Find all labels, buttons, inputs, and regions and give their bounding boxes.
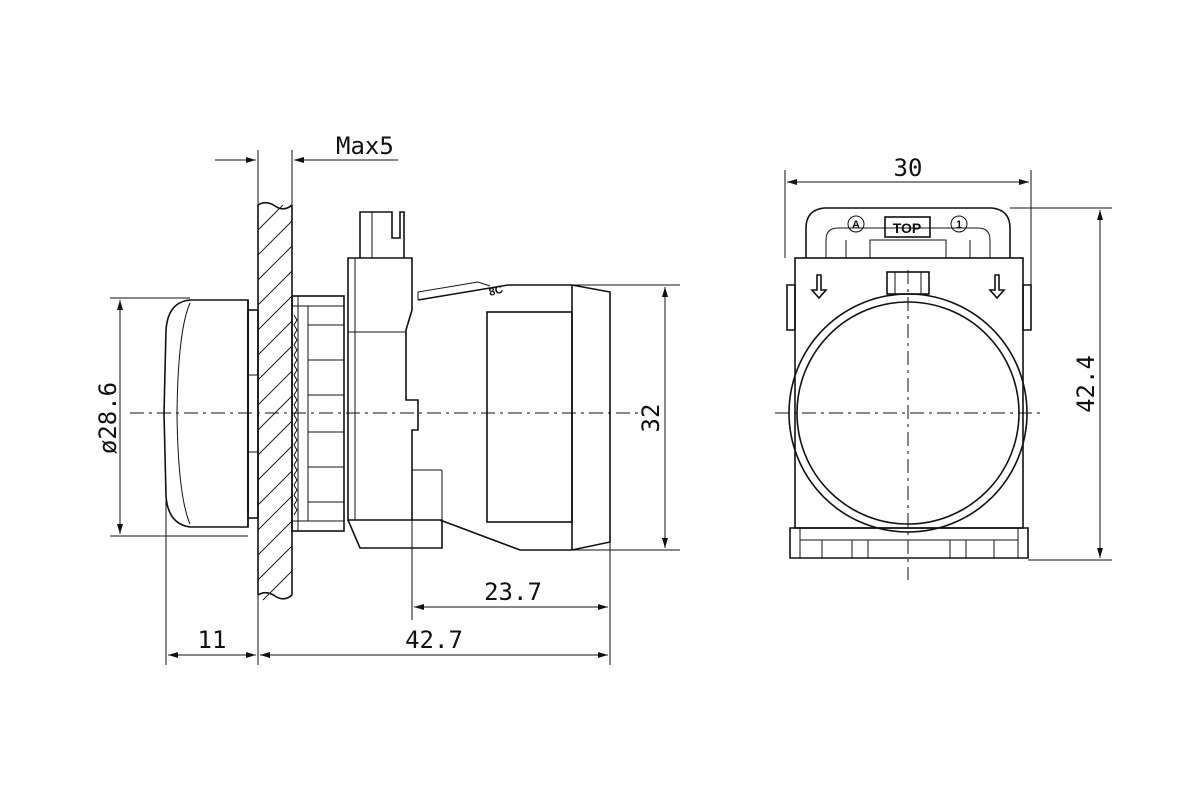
dim-depth-label: 23.7 [484, 578, 542, 606]
lens-cap [163, 299, 259, 528]
contact-1-circle [950, 215, 968, 233]
mounting-panel [257, 201, 293, 601]
contact-block: 8C [412, 281, 611, 551]
front-view: TOP A 1 [775, 207, 1045, 580]
dim-projection-label: 11 [198, 626, 227, 654]
lock-ring [291, 295, 345, 532]
dim-diameter-label: ø28.6 [94, 382, 122, 454]
side-marking-text: 8C [488, 284, 505, 299]
dim-height-label: 32 [637, 404, 665, 433]
front-body [794, 257, 1024, 529]
dim-overall-label: 42.7 [405, 626, 463, 654]
down-arrow-icon [988, 274, 1006, 300]
dim-front-height-label: 42.4 [1072, 355, 1100, 413]
dim-width-label: 30 [894, 154, 923, 182]
side-dimensions: Max5 ø28.6 32 23.7 11 42.7 [94, 132, 680, 665]
front-dimensions: 30 42.4 [784, 154, 1112, 561]
down-arrow-icon [810, 274, 828, 300]
contact-a-circle [847, 215, 865, 233]
top-label: TOP [893, 220, 922, 236]
dim-max5-label: Max5 [336, 132, 394, 160]
top-label-box [884, 216, 931, 238]
contact-1-label: 1 [956, 219, 962, 231]
contact-a-label: A [852, 219, 860, 231]
side-view: 8C [130, 201, 640, 601]
mounting-adapter [347, 211, 443, 549]
